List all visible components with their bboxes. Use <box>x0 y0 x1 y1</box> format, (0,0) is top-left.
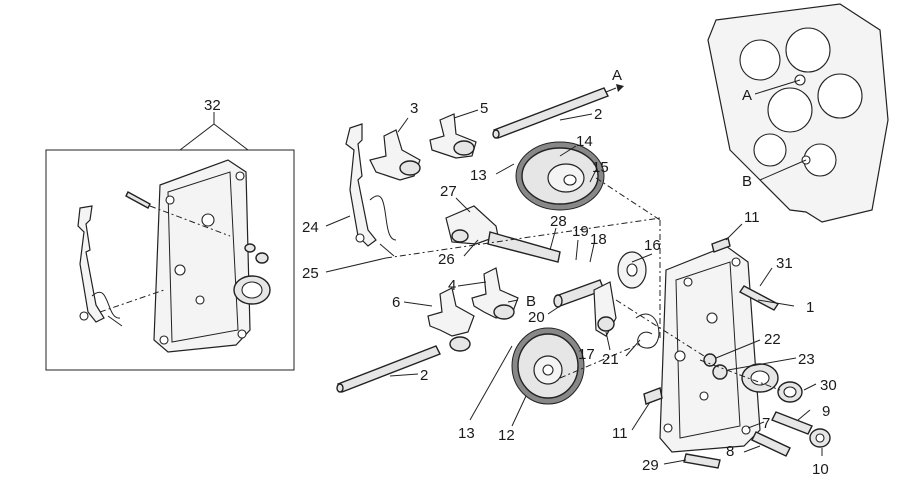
gear-12 <box>511 327 585 405</box>
alignment-lines <box>385 177 781 391</box>
gear-14 <box>515 141 605 211</box>
label-3: 3 <box>410 100 418 117</box>
label-8: 8 <box>726 443 734 460</box>
label-2-top: 2 <box>594 106 602 123</box>
label-11-top: 11 <box>744 209 760 226</box>
nut-10 <box>809 428 831 448</box>
label-A-top: A <box>612 67 622 84</box>
sensor-8 <box>751 431 791 457</box>
label-25: 25 <box>302 265 319 282</box>
label-2-bottom: 2 <box>420 367 428 384</box>
part-labels: 32 3 5 2 A 14 13 15 24 27 28 19 18 16 11… <box>204 67 837 478</box>
inset-part-32 <box>45 112 295 371</box>
label-12: 12 <box>498 427 515 444</box>
bolt-11-bottom <box>643 387 663 405</box>
label-5: 5 <box>480 100 488 117</box>
label-21: 21 <box>602 351 619 368</box>
label-13-top: 13 <box>470 167 487 184</box>
label-23: 23 <box>798 351 815 368</box>
label-11-bottom: 11 <box>612 425 628 442</box>
seal-30 <box>777 381 803 403</box>
label-30: 30 <box>820 377 837 394</box>
selector-fork-5 <box>429 113 477 159</box>
label-22: 22 <box>764 331 781 348</box>
label-10: 10 <box>812 461 829 478</box>
label-15: 15 <box>592 159 609 176</box>
leader-lines <box>325 109 823 465</box>
bolt-31 <box>738 285 780 311</box>
shift-drum-27 <box>445 205 561 263</box>
label-32: 32 <box>204 97 221 114</box>
label-27: 27 <box>440 183 457 200</box>
label-14: 14 <box>576 133 593 150</box>
lever-24 <box>345 123 397 257</box>
spring-21 <box>635 313 660 349</box>
label-16: 16 <box>644 237 661 254</box>
label-19: 19 <box>572 223 589 240</box>
housing-outline <box>707 3 889 223</box>
bolt-11-top <box>711 237 731 253</box>
label-B-housing: B <box>742 173 752 190</box>
label-20: 20 <box>528 309 545 326</box>
label-A-housing: A <box>742 87 752 104</box>
selector-fork-3 <box>369 129 421 181</box>
label-29: 29 <box>642 457 659 474</box>
label-4: 4 <box>448 277 456 294</box>
cam-16 <box>617 251 647 289</box>
label-6: 6 <box>392 294 400 311</box>
label-18: 18 <box>590 231 607 248</box>
selector-fork-6 <box>427 287 475 352</box>
label-17: 17 <box>578 346 595 363</box>
cover-plate-1 <box>659 245 779 453</box>
selector-fork-4 <box>471 267 519 320</box>
label-B-mid: B <box>526 293 536 310</box>
label-31: 31 <box>776 255 793 272</box>
bolt-9 <box>771 411 813 435</box>
label-26: 26 <box>438 251 455 268</box>
label-9: 9 <box>822 403 830 420</box>
label-7: 7 <box>762 415 770 432</box>
lever-17 <box>593 281 617 337</box>
bolt-29 <box>683 453 721 469</box>
label-1: 1 <box>806 299 814 316</box>
label-24: 24 <box>302 219 319 236</box>
shaft-2-bottom <box>336 345 441 393</box>
label-28: 28 <box>550 213 567 230</box>
label-13-bottom: 13 <box>458 425 475 442</box>
shaft-2-top <box>492 84 624 139</box>
